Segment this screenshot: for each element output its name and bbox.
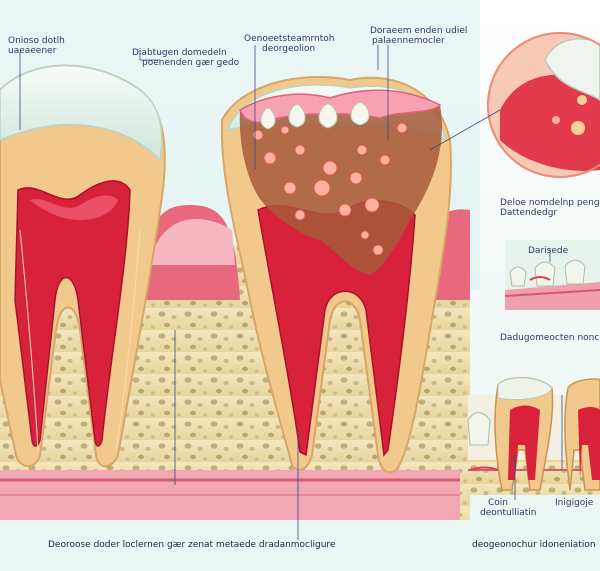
inset-cross-section xyxy=(467,377,600,495)
label-right-desc-1: Deloe nomdelnp penga xyxy=(500,198,600,208)
label-top-left-1: Onioso dotlh xyxy=(8,36,65,46)
caption-bottom-left: Deoroose doder loclernen gær zenat metae… xyxy=(48,540,336,550)
label-top-right-2: palaennemocler xyxy=(372,36,445,46)
caries-cavity xyxy=(239,90,442,275)
label-inset: Darisede xyxy=(528,246,569,256)
leader-lines xyxy=(19,45,563,540)
label-inset-caption: Dadugomeocten noncem xyxy=(500,333,600,343)
caption-bottom-right: deogeonochur idoneniation xyxy=(472,540,596,550)
label-top-right-1: Doraeem enden udiel xyxy=(370,26,468,36)
label-bottom-right-right: Inigigoje xyxy=(555,498,594,508)
zoom-inset-circle xyxy=(487,32,600,178)
inset-small-teeth xyxy=(504,240,600,310)
left-tooth xyxy=(0,64,166,468)
label-bottom-right-left-1: Coin xyxy=(488,498,508,508)
label-mid-top-1: Diabtugen domedeln xyxy=(132,48,227,58)
label-bottom-right-left-2: deontulliatin xyxy=(480,508,537,518)
label-right-desc-2: Dattendedgr xyxy=(500,208,558,218)
right-tooth xyxy=(220,76,452,474)
label-mid-top-2: poenenden gær gedo xyxy=(142,58,240,68)
label-caries-2: deorgeolion xyxy=(262,44,316,54)
label-caries-1: Oenoeetsteamrntoh xyxy=(244,34,335,44)
label-top-left-2: uaeaeener xyxy=(8,46,57,56)
